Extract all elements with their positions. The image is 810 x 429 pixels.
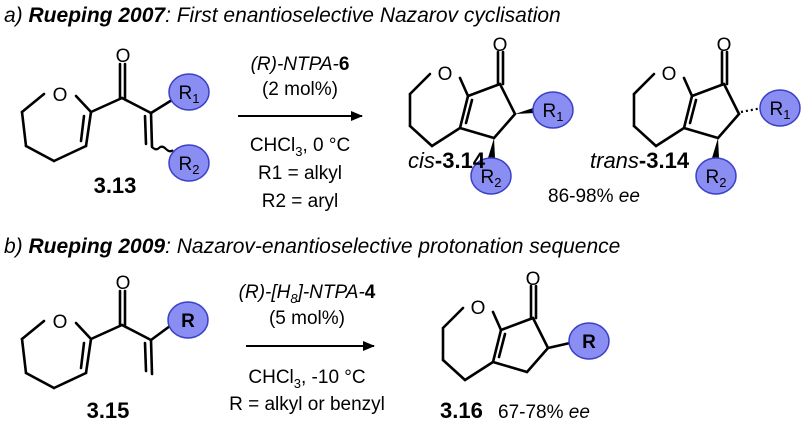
r-substituent-ball-sm: R xyxy=(167,301,209,339)
label-cis-3-14: cis-3.14 xyxy=(408,148,486,173)
product-trans-3-14 xyxy=(632,50,763,158)
product-cis-3-14 xyxy=(408,50,536,158)
starting-material-3-15 xyxy=(20,289,172,390)
solvent-b: CHCl3, -10 °C xyxy=(248,367,365,391)
atom-oxygen-ring-316: O xyxy=(471,298,486,319)
svg-text:R1: R1 xyxy=(770,99,791,122)
atom-oxygen-carbonyl-cis: O xyxy=(493,35,508,56)
section-a-heading: a) Rueping 2007: First enantioselective … xyxy=(4,4,561,27)
svg-text:R: R xyxy=(181,311,195,332)
starting-material-3-13 xyxy=(20,62,174,163)
r2-definition: R2 = aryl xyxy=(262,191,339,212)
catalyst-a: (R)-NTPA-6 xyxy=(251,54,350,75)
label-trans-3-14: trans-3.14 xyxy=(590,148,690,173)
r-definition: R = alkyl or benzyl xyxy=(229,394,385,415)
ee-a: 86-98% ee xyxy=(548,186,640,207)
label-3-13: 3.13 xyxy=(94,173,137,198)
atom-oxygen-carbonyl: O xyxy=(116,46,131,67)
svg-text:R1: R1 xyxy=(179,83,200,106)
cis-r1-ball: R1 xyxy=(532,91,574,129)
solvent-a: CHCl3, 0 °C xyxy=(250,135,350,159)
atom-oxygen-ring-b: O xyxy=(53,312,68,333)
svg-text:R2: R2 xyxy=(481,167,502,190)
r-substituent-ball-product: R xyxy=(568,322,610,360)
cis-r2-ball: R2 xyxy=(470,157,512,195)
trans-r1-ball: R1 xyxy=(759,89,801,127)
label-3-16: 3.16 xyxy=(440,398,483,423)
loading-a: (2 mol%) xyxy=(262,79,338,100)
r1-substituent-ball: R1 xyxy=(168,73,210,111)
svg-text:R2: R2 xyxy=(179,154,200,177)
svg-text:R2: R2 xyxy=(706,167,727,190)
atom-oxygen-carbonyl-316: O xyxy=(526,269,541,290)
atom-oxygen-carbonyl-trans: O xyxy=(717,35,732,56)
atom-oxygen-ring-trans: O xyxy=(662,64,677,85)
section-b-heading: b) Rueping 2009: Nazarov-enantioselectiv… xyxy=(4,235,620,258)
r1-definition: R1 = alkyl xyxy=(258,163,342,184)
svg-text:R1: R1 xyxy=(543,101,564,124)
loading-b: (5 mol%) xyxy=(269,308,345,329)
trans-r2-ball: R2 xyxy=(695,157,737,195)
atom-oxygen-ring-cis: O xyxy=(438,64,453,85)
svg-text:R: R xyxy=(582,332,596,353)
catalyst-b: (R)-[H8]-NTPA-4 xyxy=(239,282,376,306)
product-3-16 xyxy=(441,284,572,382)
atom-oxygen-carbonyl-b: O xyxy=(116,273,131,294)
label-3-15: 3.15 xyxy=(87,398,130,423)
ee-b: 67-78% ee xyxy=(498,402,590,423)
r2-substituent-ball: R2 xyxy=(168,144,210,182)
atom-oxygen-ring: O xyxy=(53,85,68,106)
